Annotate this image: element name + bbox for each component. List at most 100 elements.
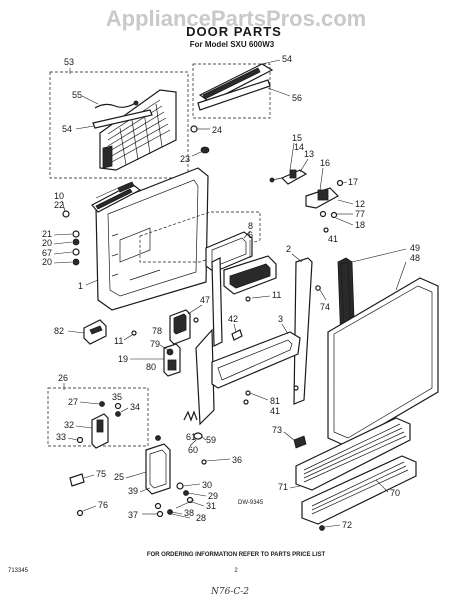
callout-56: 56 [292, 93, 302, 103]
callout-76: 76 [98, 500, 108, 510]
latch-actuator [317, 189, 329, 201]
callout-39: 39 [128, 486, 138, 496]
liner-dispenser-outline [139, 211, 261, 263]
clip-42 [231, 329, 243, 341]
callout-67: 67 [42, 248, 52, 258]
diagram-title: DOOR PARTS [186, 24, 282, 39]
page-number: 2 [234, 568, 238, 574]
vent-spring [94, 101, 138, 109]
callout-25: 25 [114, 472, 124, 482]
bracket-82-fill [89, 325, 103, 335]
document-number: 713345 [8, 568, 29, 574]
switch-assembly [163, 309, 199, 377]
callout-26: 26 [58, 373, 68, 383]
vent-trim-group [192, 63, 274, 119]
insulation-strip [92, 109, 153, 129]
hinge-bushing-34 [115, 411, 121, 417]
callout-21: 21 [42, 229, 52, 239]
kickplate-assembly [295, 417, 417, 531]
callout-11-left: 11 [114, 336, 123, 346]
callout-1: 1 [78, 281, 83, 291]
dispenser-cup-lid [229, 263, 271, 289]
callout-47: 47 [200, 295, 210, 305]
callout-72: 72 [342, 520, 352, 530]
screw-15 [269, 177, 275, 183]
side-trim-2 [293, 257, 313, 405]
frame-left-rail [195, 328, 215, 426]
callout-74: 74 [320, 302, 330, 312]
latch-washer [319, 210, 327, 218]
hinge-group-box [47, 387, 149, 447]
drawing-code: DW-9345 [238, 500, 264, 506]
handwritten-note: N76-C-2 [210, 587, 249, 597]
screw-41-top [323, 227, 329, 233]
outer-door-panel [327, 277, 439, 447]
callout-61: 61 [186, 432, 196, 442]
callout-71: 71 [278, 482, 288, 492]
vent-trim-box [192, 63, 271, 119]
hinge-pin [96, 419, 104, 433]
callout-33: 33 [56, 432, 66, 442]
latch-switch [289, 169, 297, 179]
callout-54-left: 54 [62, 124, 72, 134]
washer-30 [176, 482, 184, 490]
nut-29 [183, 490, 189, 496]
callout-8: 8 [248, 221, 253, 231]
inner-door-liner [95, 167, 261, 311]
vent-assembly-group [49, 71, 189, 179]
callout-81: 81 [270, 396, 280, 406]
latch-assembly [269, 169, 344, 219]
door-frame-3 [195, 257, 301, 426]
pin-38 [167, 509, 173, 515]
callout-75: 75 [96, 469, 106, 479]
callout-42: 42 [228, 314, 238, 324]
frame-bottom-channel [217, 339, 293, 381]
hinge-pad-10 [117, 181, 135, 193]
liner-inner-edge [107, 179, 199, 297]
spacer-20-top [72, 238, 80, 246]
bumper-23 [200, 146, 210, 154]
vent-latch [102, 145, 113, 169]
screw-24 [190, 125, 198, 133]
vent-trim-insert [202, 67, 261, 100]
washer-21 [72, 230, 80, 238]
switch-housing-face [173, 313, 187, 335]
hinge-strip-fill [95, 188, 133, 210]
kickplate-slots [311, 461, 409, 515]
callout-79: 79 [150, 339, 160, 349]
hinge-screw-39 [154, 502, 162, 510]
hinge-block-25 [145, 443, 171, 495]
latch-screw-17 [336, 179, 344, 187]
callout-24: 24 [212, 125, 222, 135]
latch-screw [330, 211, 338, 219]
callout-22: 22 [54, 200, 64, 210]
callout-11-right: 11 [272, 290, 281, 300]
callout-20-top: 20 [42, 238, 52, 248]
hinge-fasteners-left [62, 183, 142, 266]
callout-60: 60 [188, 445, 198, 455]
callout-59: 59 [206, 435, 216, 445]
hinge-block-screw [155, 435, 161, 441]
spring-61 [183, 410, 198, 422]
vent-group-box [49, 71, 189, 179]
vent-trim-lower [197, 79, 271, 111]
callout-78: 78 [152, 326, 162, 336]
callout-73: 73 [272, 425, 282, 435]
screw-37 [156, 510, 164, 518]
callout-49: 49 [410, 243, 420, 253]
frame-left-upright [211, 257, 223, 347]
toe-grille-slots [303, 423, 407, 483]
callout-80: 80 [146, 362, 156, 372]
screw-81 [245, 390, 251, 396]
callout-35: 35 [112, 392, 122, 402]
bushing-67 [72, 248, 80, 256]
switch-knob-79 [166, 348, 174, 356]
watermark: AppliancePartsPros.com [106, 6, 366, 31]
hinge-assembly-group [47, 387, 149, 449]
spacer-20-bottom [72, 258, 80, 266]
vent-spring-clip [133, 100, 139, 106]
callout-53: 53 [64, 57, 74, 67]
hinge-screw-33 [76, 436, 84, 444]
hinge-block-assembly [145, 435, 171, 510]
